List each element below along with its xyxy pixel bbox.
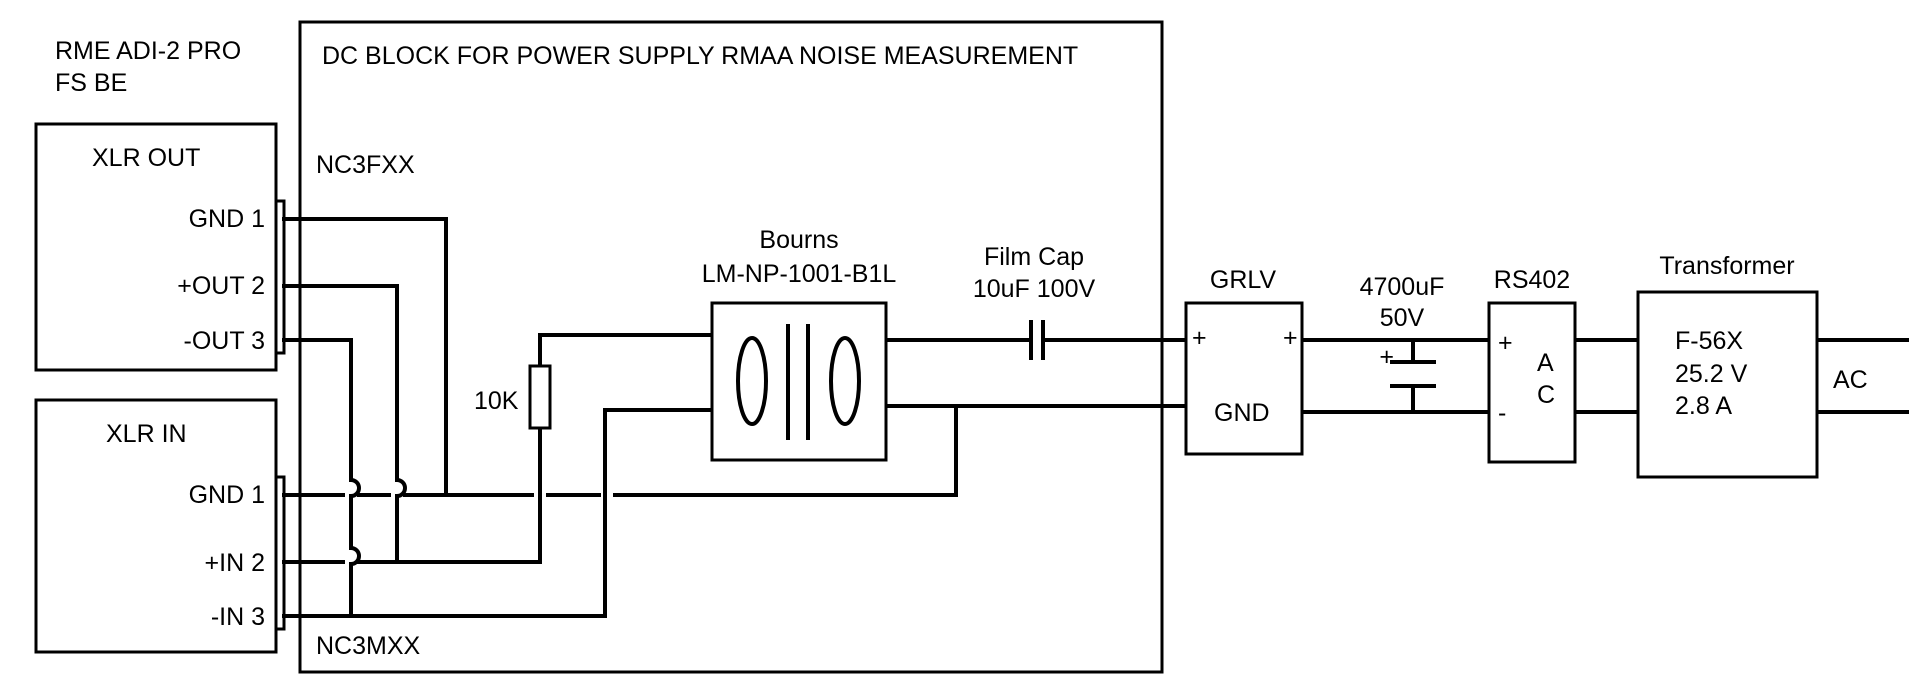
bourns-label-line1: Bourns [759,226,838,254]
ac-label: AC [1833,366,1868,394]
xlr-in-connector-label: NC3MXX [316,632,421,660]
xlr-in-connector-strip [274,475,286,631]
film-cap-label-line2: 10uF 100V [973,275,1096,303]
xlr-out-pin-minus: -OUT 3 [184,327,266,355]
film-capacitor [1029,320,1045,360]
rectifier-plus: + [1498,329,1513,357]
device-name-line2: FS BE [55,69,127,97]
bulk-cap-label-line1: 4700uF [1360,273,1445,301]
bulk-capacitor [1390,360,1436,388]
resistor-10k [528,364,552,430]
grlv-gnd-label: GND [1214,399,1270,427]
xlr-out-pin-plus: +OUT 2 [177,272,265,300]
xlr-in-pin-plus: +IN 2 [205,549,265,577]
xlr-out-box [34,122,278,372]
xlr-out-connector-label: NC3FXX [316,151,415,179]
mains-transformer-voltage: 25.2 V [1675,360,1748,388]
grlv-box [1184,301,1304,456]
mains-transformer-box [1636,290,1819,479]
xlr-in-pin-minus: -IN 3 [211,603,265,631]
grlv-title: GRLV [1210,266,1277,294]
xlr-out-title: XLR OUT [92,144,200,172]
xlr-in-pin-gnd: GND 1 [189,481,265,509]
xlr-out-pin-gnd: GND 1 [189,205,265,233]
resistor-value: 10K [474,387,519,415]
mains-transformer-title: Transformer [1659,252,1794,280]
bourns-transformer-symbol [736,324,861,440]
device-name-line1: RME ADI-2 PRO [55,37,241,65]
grlv-out-plus: + [1283,324,1298,352]
mains-transformer-model: F-56X [1675,327,1743,355]
wiring [282,217,1909,618]
bulk-cap-label-line2: 50V [1380,304,1425,332]
rectifier-box [1487,301,1577,464]
dc-block-frame [298,20,1164,674]
rectifier-title: RS402 [1494,266,1570,294]
xlr-in-title: XLR IN [106,420,187,448]
bulk-cap-plus: + [1379,343,1394,371]
mains-transformer-current: 2.8 A [1675,392,1732,420]
grlv-in-plus: + [1192,324,1207,352]
rectifier-minus: - [1498,399,1506,427]
film-cap-label-line1: Film Cap [984,243,1084,271]
rectifier-ac-c: C [1537,381,1555,409]
rectifier-ac-a: A [1537,349,1554,377]
frame-title: DC BLOCK FOR POWER SUPPLY RMAA NOISE MEA… [322,42,1078,70]
xlr-in-box [34,398,278,654]
xlr-out-connector-strip [274,199,286,355]
bourns-label-line2: LM-NP-1001-B1L [702,260,897,288]
